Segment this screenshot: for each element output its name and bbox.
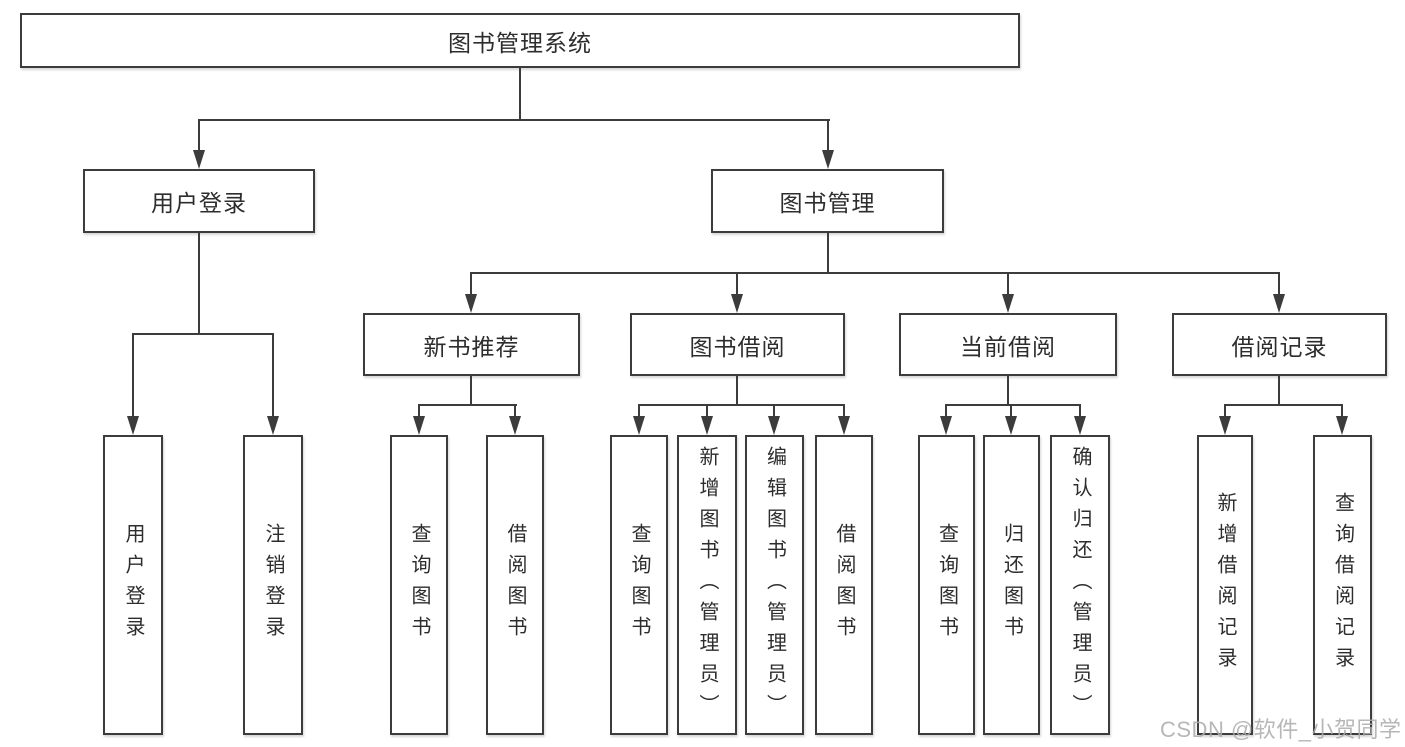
node-query-books-current: 查询图书 xyxy=(918,435,975,735)
node-label: 归还图书 xyxy=(1000,523,1023,647)
node-label: 查询图书 xyxy=(935,523,958,647)
connector-line xyxy=(827,119,829,152)
node-label: 新增图书（管理员） xyxy=(696,445,718,725)
node-label: 图书管理系统 xyxy=(448,29,592,56)
node-label: 查询图书 xyxy=(628,523,650,647)
node-label: 用户登录 xyxy=(151,190,247,216)
node-add-borrow-record: 新增借阅记录 xyxy=(1197,435,1253,735)
connector-line xyxy=(1278,376,1280,406)
node-label: 确认归还（管理员） xyxy=(1069,445,1091,725)
node-return-book: 归还图书 xyxy=(983,435,1040,735)
arrow-down-icon xyxy=(413,416,425,435)
arrow-down-icon xyxy=(193,150,205,169)
node-label: 图书借阅 xyxy=(689,333,786,360)
arrow-down-icon xyxy=(822,150,834,169)
connector-line xyxy=(514,404,516,417)
connector-line xyxy=(1007,376,1009,406)
connector-line xyxy=(470,272,1280,274)
connector-line xyxy=(1224,404,1343,406)
connector-line xyxy=(519,68,521,120)
connector-line xyxy=(132,333,134,417)
node-label: 借阅图书 xyxy=(833,523,855,647)
node-book-borrowing: 图书借阅 xyxy=(630,313,845,376)
connector-line xyxy=(945,404,947,417)
arrow-down-icon xyxy=(633,416,645,435)
arrow-down-icon xyxy=(1002,294,1014,313)
node-label: 编辑图书（管理员） xyxy=(763,445,786,725)
connector-line xyxy=(272,333,274,417)
arrow-down-icon xyxy=(1074,416,1086,435)
connector-line xyxy=(638,404,845,406)
connector-line xyxy=(470,272,472,295)
connector-line xyxy=(1224,404,1226,417)
connector-line xyxy=(1278,272,1280,295)
node-borrowing-records: 借阅记录 xyxy=(1172,313,1387,376)
node-label: 借阅记录 xyxy=(1231,333,1328,360)
node-label: 新书推荐 xyxy=(423,333,520,360)
connector-line xyxy=(132,333,274,335)
connector-line xyxy=(198,233,200,335)
connector-line xyxy=(736,272,738,295)
arrow-down-icon xyxy=(509,416,521,435)
arrow-down-icon xyxy=(1219,416,1231,435)
node-label: 查询图书 xyxy=(408,523,430,647)
node-label: 查询借阅记录 xyxy=(1331,492,1354,678)
connector-line xyxy=(1010,404,1012,417)
arrow-down-icon xyxy=(127,416,139,435)
node-label: 用户登录 xyxy=(122,523,144,647)
connector-line xyxy=(418,404,420,417)
connector-line xyxy=(638,404,640,417)
connector-line xyxy=(1079,404,1081,417)
node-label: 当前借阅 xyxy=(960,333,1056,360)
node-borrow-books: 借阅图书 xyxy=(815,435,873,735)
node-confirm-return-admin: 确认归还（管理员） xyxy=(1050,435,1110,735)
connector-line xyxy=(198,119,830,121)
node-label: 图书管理 xyxy=(779,190,876,216)
node-logout: 注销登录 xyxy=(243,435,303,735)
connector-line xyxy=(470,376,472,406)
node-query-borrow-record: 查询借阅记录 xyxy=(1313,435,1372,735)
connector-line xyxy=(1007,272,1009,295)
arrow-down-icon xyxy=(768,416,780,435)
node-label: 借阅图书 xyxy=(504,523,526,647)
connector-line xyxy=(843,404,845,417)
node-user-login-leaf: 用户登录 xyxy=(103,435,163,735)
node-borrow-books-newbook: 借阅图书 xyxy=(486,435,544,735)
node-label: 新增借阅记录 xyxy=(1214,492,1236,678)
node-library-management-system: 图书管理系统 xyxy=(20,13,1020,68)
node-user-login: 用户登录 xyxy=(83,169,315,233)
arrow-down-icon xyxy=(731,294,743,313)
watermark: CSDN @软件_小贺同学 xyxy=(1160,717,1402,742)
node-current-borrowing: 当前借阅 xyxy=(899,313,1117,376)
arrow-down-icon xyxy=(940,416,952,435)
connector-line xyxy=(736,376,738,406)
arrow-down-icon xyxy=(701,416,713,435)
node-add-book-admin: 新增图书（管理员） xyxy=(677,435,737,735)
arrow-down-icon xyxy=(267,416,279,435)
node-edit-book-admin: 编辑图书（管理员） xyxy=(745,435,804,735)
arrow-down-icon xyxy=(838,416,850,435)
arrow-down-icon xyxy=(1005,416,1017,435)
node-query-books-borrowing: 查询图书 xyxy=(610,435,668,735)
node-label: 注销登录 xyxy=(262,523,284,647)
node-new-book-recommendation: 新书推荐 xyxy=(363,313,580,376)
connector-line xyxy=(706,404,708,417)
connector-line xyxy=(1341,404,1343,417)
arrow-down-icon xyxy=(1336,416,1348,435)
connector-line xyxy=(418,404,517,406)
connector-line xyxy=(827,233,829,274)
connector-line xyxy=(945,404,1081,406)
node-book-management: 图书管理 xyxy=(711,169,944,233)
arrow-down-icon xyxy=(1273,294,1285,313)
node-query-books-newbook: 查询图书 xyxy=(390,435,448,735)
connector-line xyxy=(198,119,200,152)
arrow-down-icon xyxy=(465,294,477,313)
connector-line xyxy=(773,404,775,417)
